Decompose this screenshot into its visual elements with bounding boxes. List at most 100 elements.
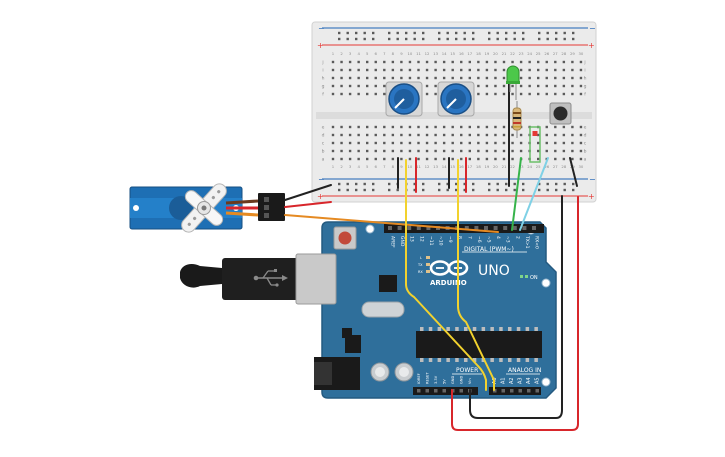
- breadboard-hole: [391, 141, 395, 145]
- digital-pin[interactable]: [388, 226, 392, 230]
- digital-pin[interactable]: [464, 226, 469, 230]
- column-highlight: [529, 126, 541, 163]
- servo-connector-pin: [264, 205, 269, 210]
- column-number: 4: [357, 51, 360, 56]
- wire-pot2-signal: [457, 159, 495, 391]
- breadboard-hole: [477, 157, 480, 161]
- rail-hole: [572, 188, 575, 192]
- breadboard-hole: [502, 157, 506, 161]
- breadboard-hole: [366, 60, 369, 64]
- chip-pin: [455, 358, 459, 362]
- analog-pin[interactable]: [493, 389, 497, 393]
- wires: [284, 83, 579, 431]
- breadboard-hole: [579, 133, 583, 137]
- rail-hole: [496, 37, 499, 41]
- digital-pin[interactable]: [512, 226, 517, 230]
- chip-pin: [481, 327, 486, 331]
- analog-pin[interactable]: [527, 389, 531, 393]
- rail-hole: [522, 31, 525, 35]
- digital-pin[interactable]: [407, 226, 412, 230]
- column-number: 29: [570, 51, 575, 56]
- push-button[interactable]: [549, 102, 572, 125]
- breadboard-hole: [494, 149, 497, 153]
- column-number: 6: [375, 164, 378, 169]
- digital-pin[interactable]: [522, 226, 527, 230]
- breadboard-hole: [468, 76, 471, 80]
- digital-pin[interactable]: [474, 226, 479, 230]
- chip-pin: [525, 327, 530, 331]
- digital-pin[interactable]: [416, 226, 421, 230]
- breadboard-hole: [502, 141, 506, 145]
- power-pin[interactable]: [425, 389, 430, 393]
- analog-pin[interactable]: [501, 389, 506, 393]
- tx-label: TX: [417, 263, 423, 267]
- analog-pin[interactable]: [510, 389, 514, 393]
- breadboard-hole: [528, 68, 531, 72]
- digital-pin[interactable]: [426, 226, 431, 230]
- breadboard-hole: [451, 141, 454, 145]
- wire-5v-loop: [451, 196, 579, 431]
- breadboard-hole: [519, 92, 523, 96]
- column-number: 28: [561, 51, 566, 56]
- breadboard-hole: [502, 125, 506, 129]
- chip-pin: [437, 327, 442, 331]
- rail-hole: [572, 182, 575, 186]
- digital-pin-label: 8: [457, 236, 463, 239]
- breadboard-hole: [434, 157, 437, 161]
- top-rail-minus-label-right: −: [589, 24, 596, 33]
- chip-pin: [508, 327, 512, 331]
- breadboard-hole: [425, 68, 429, 72]
- breadboard-hole: [579, 141, 583, 145]
- atmega-pins: [420, 327, 538, 362]
- digital-pin[interactable]: [397, 226, 402, 230]
- breadboard-hole: [340, 84, 343, 88]
- breadboard-hole: [537, 84, 540, 88]
- power-pin[interactable]: [459, 389, 464, 393]
- potentiometer-1[interactable]: [385, 81, 423, 117]
- power-pin[interactable]: [434, 389, 438, 393]
- rail-hole: [396, 31, 399, 35]
- chip-pin: [446, 327, 450, 331]
- breadboard-hole: [554, 141, 557, 145]
- rail-hole: [555, 31, 558, 35]
- resistor-band: [513, 122, 521, 124]
- power-pin[interactable]: [442, 389, 447, 393]
- row-letter: c: [584, 142, 587, 147]
- power-pin-label: GND: [460, 376, 464, 384]
- breadboard-hole: [425, 141, 429, 145]
- rail-hole: [488, 31, 491, 35]
- breadboard-hole: [391, 149, 395, 153]
- breadboard-hole: [374, 60, 377, 64]
- breadboard-hole: [434, 141, 437, 145]
- highlight-hole: [532, 131, 538, 136]
- reset-button-cap[interactable]: [338, 231, 352, 245]
- breadboard-hole: [331, 141, 335, 145]
- breadboard-hole: [442, 76, 446, 80]
- column-number: 1: [332, 164, 335, 169]
- breadboard-hole: [348, 157, 352, 161]
- column-number: 15: [450, 51, 455, 56]
- chip-pin: [534, 327, 538, 331]
- potentiometer-2[interactable]: [437, 81, 475, 117]
- column-number: 21: [502, 51, 507, 56]
- breadboard-hole: [366, 157, 369, 161]
- column-number: 4: [357, 164, 360, 169]
- row-letter: c: [322, 142, 325, 147]
- chip-pin: [490, 327, 494, 331]
- breadboard-hole: [357, 76, 360, 80]
- digital-pin[interactable]: [484, 226, 488, 230]
- breadboard-hole: [537, 157, 540, 161]
- power-pin[interactable]: [417, 389, 421, 393]
- digital-pin[interactable]: [532, 226, 536, 230]
- digital-pin[interactable]: [493, 226, 498, 230]
- analog-pin[interactable]: [535, 389, 540, 393]
- push-button-cap[interactable]: [553, 106, 568, 121]
- column-number: 7: [383, 51, 386, 56]
- rail-hole: [388, 188, 391, 192]
- breadboard-hole: [494, 76, 497, 80]
- digital-pin[interactable]: [503, 226, 508, 230]
- analog-pin[interactable]: [518, 389, 523, 393]
- rail-hole: [346, 188, 349, 192]
